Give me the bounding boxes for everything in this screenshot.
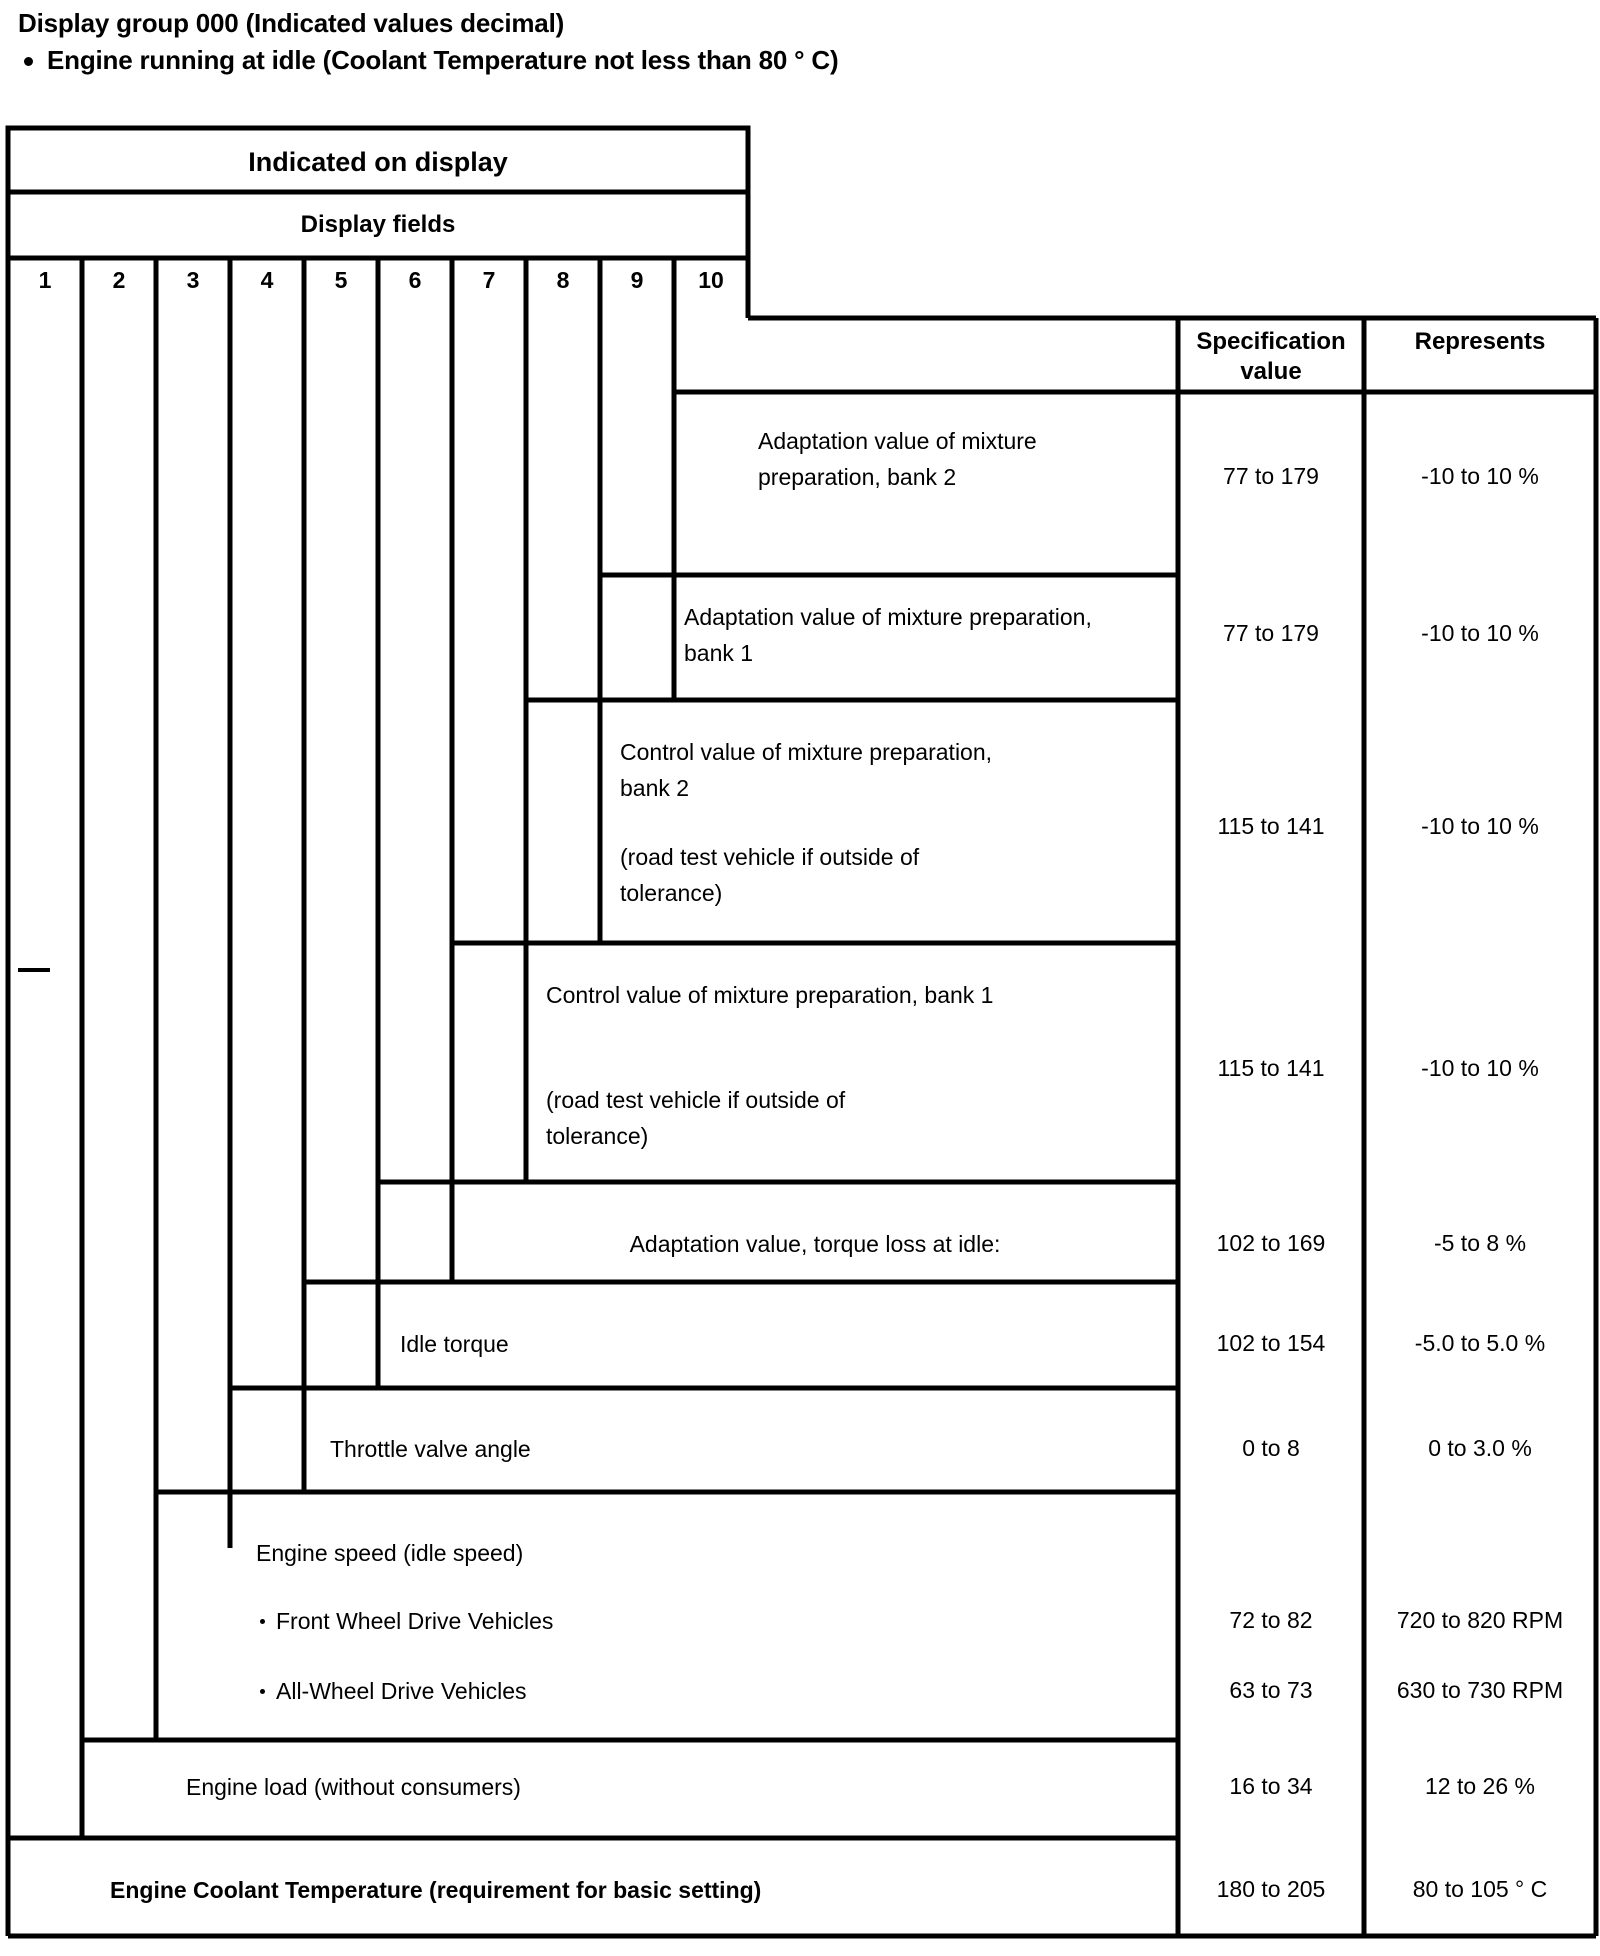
row-label-adaptation-bank-1: Adaptation value of mixture preparation,… (684, 604, 1092, 666)
row-represents-adaptation-bank-1: -10 to 10 % (1421, 620, 1539, 646)
row-spec-torque-loss: 102 to 169 (1216, 1230, 1326, 1256)
header-represents: Represents (1414, 328, 1546, 355)
row-label-adaptation-bank-2: Adaptation value of mixture preparation,… (758, 428, 1037, 490)
row-spec-idle-torque: 102 to 154 (1216, 1330, 1326, 1356)
row-represents-control-bank-1: -10 to 10 % (1421, 1055, 1539, 1081)
row-label-coolant-temperature: Engine Coolant Temperature (requirement … (110, 1877, 762, 1903)
header-indicated-on-display: Indicated on display (248, 147, 508, 177)
field-number-5: 5 (334, 267, 348, 293)
row-represents-coolant-temperature: 80 to 105 ° C (1412, 1876, 1548, 1902)
row-label-control-bank-1: Control value of mixture preparation, ba… (546, 982, 994, 1008)
row-spec-throttle-valve-angle: 0 to 8 (1242, 1435, 1300, 1461)
field-number-1: 1 (38, 267, 52, 293)
field-number-9: 9 (630, 267, 644, 293)
field-number-6: 6 (408, 267, 422, 293)
bullet-dot-icon (24, 57, 33, 67)
row-label-engine-speed: Engine speed (idle speed) (256, 1540, 524, 1566)
row-spec-adaptation-bank-2: 77 to 179 (1223, 463, 1319, 489)
header-specification-value: Specification value (1196, 328, 1346, 385)
row-spec-engine-speed-awd: 63 to 73 (1229, 1677, 1313, 1703)
field-number-3: 3 (186, 267, 200, 293)
row-spec-control-bank-1: 115 to 141 (1217, 1055, 1325, 1081)
row-represents-engine-speed-awd: 630 to 730 RPM (1396, 1677, 1564, 1703)
row-label-idle-torque: Idle torque (400, 1331, 509, 1357)
row-spec-engine-load: 16 to 34 (1229, 1773, 1313, 1799)
row-note-control-bank-1: (road test vehicle if outside of toleran… (546, 1087, 846, 1149)
engine-speed-fwd-label: Front Wheel Drive Vehicles (276, 1608, 554, 1634)
field-number-2: 2 (112, 267, 126, 293)
row-spec-coolant-temperature: 180 to 205 (1216, 1876, 1326, 1902)
row-represents-torque-loss: -5 to 8 % (1433, 1230, 1527, 1256)
engine-speed-awd-label: All-Wheel Drive Vehicles (276, 1678, 527, 1704)
field-number-8: 8 (556, 267, 570, 293)
heading-bullet-row: Engine running at idle (Coolant Temperat… (18, 45, 1578, 76)
row-spec-control-bank-2: 115 to 141 (1217, 813, 1325, 839)
row-spec-adaptation-bank-1: 77 to 179 (1223, 620, 1319, 646)
heading-bullet-text: Engine running at idle (Coolant Temperat… (47, 45, 839, 76)
row-represents-throttle-valve-angle: 0 to 3.0 % (1428, 1435, 1532, 1461)
engine-speed-sub-item-fwd: Front Wheel Drive Vehicles (260, 1604, 960, 1640)
heading-title: Display group 000 (Indicated values deci… (18, 8, 565, 38)
engine-speed-sub-item-awd: All-Wheel Drive Vehicles (260, 1674, 960, 1710)
page-heading: Display group 000 (Indicated values deci… (18, 8, 1578, 76)
field-number-10: 10 (698, 267, 724, 293)
row-label-throttle-valve-angle: Throttle valve angle (330, 1436, 531, 1462)
row-note-control-bank-2: (road test vehicle if outside of toleran… (620, 844, 920, 906)
field-number-4: 4 (260, 267, 274, 293)
row-spec-engine-speed-fwd: 72 to 82 (1229, 1607, 1313, 1633)
row-represents-engine-load: 12 to 26 % (1425, 1773, 1535, 1799)
field-number-7: 7 (482, 267, 496, 293)
header-display-fields: Display fields (300, 211, 456, 238)
row-represents-control-bank-2: -10 to 10 % (1421, 813, 1539, 839)
row-represents-engine-speed-fwd: 720 to 820 RPM (1396, 1607, 1564, 1633)
row-label-control-bank-2: Control value of mixture preparation, ba… (620, 739, 993, 801)
row-represents-idle-torque: -5.0 to 5.0 % (1414, 1330, 1546, 1356)
row-represents-adaptation-bank-2: -10 to 10 % (1421, 463, 1539, 489)
row-label-engine-load: Engine load (without consumers) (186, 1774, 521, 1800)
sub-bullet-dot-icon (260, 1619, 265, 1624)
row-label-torque-loss: Adaptation value, torque loss at idle: (629, 1231, 1001, 1257)
sub-bullet-dot-icon (260, 1689, 265, 1694)
